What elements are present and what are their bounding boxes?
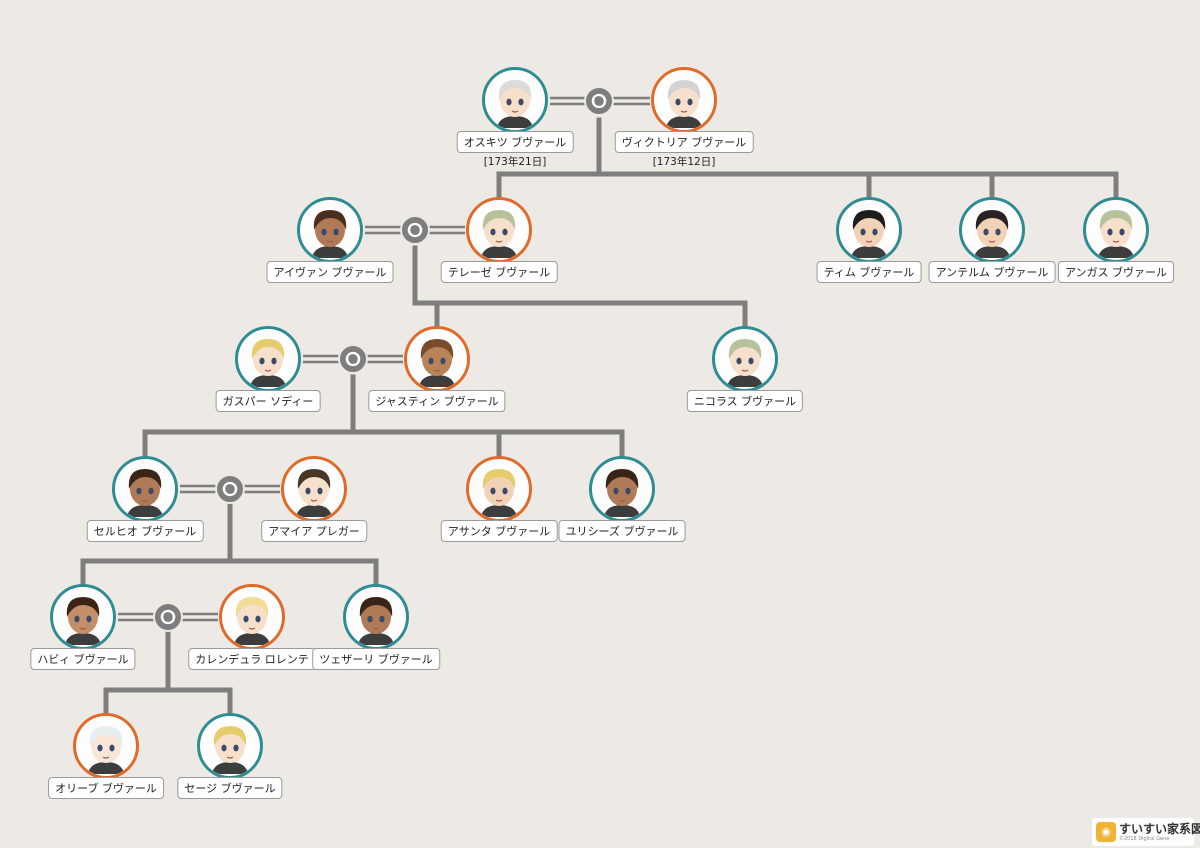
avatar[interactable] xyxy=(466,197,532,263)
person-name-label: アサンタ ブヴァール xyxy=(441,520,558,542)
person-name-label: アマイア プレガー xyxy=(261,520,367,542)
portrait-icon xyxy=(717,331,773,387)
portrait-icon xyxy=(656,72,712,128)
person-name-label: オリーブ ブヴァール xyxy=(48,777,164,799)
avatar[interactable] xyxy=(712,326,778,392)
portrait-icon xyxy=(286,461,342,517)
portrait-icon xyxy=(348,589,404,645)
marriage-knot-icon xyxy=(153,602,183,632)
person-date-label: [173年21日] xyxy=(484,154,547,169)
person-name-label: オスキツ ブヴァール xyxy=(457,131,574,153)
avatar[interactable] xyxy=(197,713,263,779)
portrait-icon xyxy=(302,202,358,258)
family-app-icon: ◉ xyxy=(1096,822,1116,842)
portrait-icon xyxy=(841,202,897,258)
portrait-icon xyxy=(964,202,1020,258)
avatar[interactable] xyxy=(112,456,178,522)
avatar[interactable] xyxy=(235,326,301,392)
avatar[interactable] xyxy=(1083,197,1149,263)
logo-subtitle: ©2018 Digital Gene xyxy=(1119,836,1169,842)
person-name-label: カレンデュラ ロレンテ xyxy=(188,648,316,670)
person-name-label: セージ ブヴァール xyxy=(177,777,282,799)
avatar[interactable] xyxy=(959,197,1025,263)
marriage-knot-icon xyxy=(215,474,245,504)
person-date-label: [173年12日] xyxy=(653,154,716,169)
person-name-label: ガスパー ソディー xyxy=(216,390,321,412)
portrait-icon xyxy=(55,589,111,645)
person-name-label: ユリシーズ ブヴァール xyxy=(559,520,686,542)
person-name-label: アンガス ブヴァール xyxy=(1058,261,1174,283)
avatar[interactable] xyxy=(281,456,347,522)
portrait-icon xyxy=(471,461,527,517)
person-name-label: ハビィ ブヴァール xyxy=(30,648,135,670)
avatar[interactable] xyxy=(343,584,409,650)
avatar[interactable] xyxy=(297,197,363,263)
portrait-icon xyxy=(471,202,527,258)
logo-title: すいすい家系図 xyxy=(1119,820,1200,837)
app-logo: ◉ すいすい家系図 ©2018 Digital Gene xyxy=(1092,818,1194,846)
avatar[interactable] xyxy=(73,713,139,779)
marriage-knot-icon xyxy=(400,215,430,245)
person-name-label: セルヒオ ブヴァール xyxy=(87,520,204,542)
avatar[interactable] xyxy=(589,456,655,522)
avatar[interactable] xyxy=(404,326,470,392)
avatar[interactable] xyxy=(50,584,116,650)
portrait-icon xyxy=(487,72,543,128)
avatar[interactable] xyxy=(466,456,532,522)
person-name-label: アイヴァン ブヴァール xyxy=(267,261,394,283)
portrait-icon xyxy=(594,461,650,517)
person-name-label: ヴィクトリア ブヴァール xyxy=(615,131,754,153)
avatar[interactable] xyxy=(482,67,548,133)
person-name-label: ティム ブヴァール xyxy=(817,261,922,283)
marriage-knot-icon xyxy=(338,344,368,374)
avatar[interactable] xyxy=(836,197,902,263)
portrait-icon xyxy=(117,461,173,517)
portrait-icon xyxy=(240,331,296,387)
portrait-icon xyxy=(78,718,134,774)
portrait-icon xyxy=(202,718,258,774)
portrait-icon xyxy=(224,589,280,645)
person-name-label: テレーゼ ブヴァール xyxy=(441,261,558,283)
person-name-label: ニコラス ブヴァール xyxy=(687,390,803,412)
avatar[interactable] xyxy=(219,584,285,650)
avatar[interactable] xyxy=(651,67,717,133)
portrait-icon xyxy=(1088,202,1144,258)
marriage-knot-icon xyxy=(584,86,614,116)
person-name-label: ジャスティン ブヴァール xyxy=(368,390,505,412)
portrait-icon xyxy=(409,331,465,387)
person-name-label: ツェザーリ ブヴァール xyxy=(312,648,440,670)
person-name-label: アンテルム ブヴァール xyxy=(929,261,1056,283)
